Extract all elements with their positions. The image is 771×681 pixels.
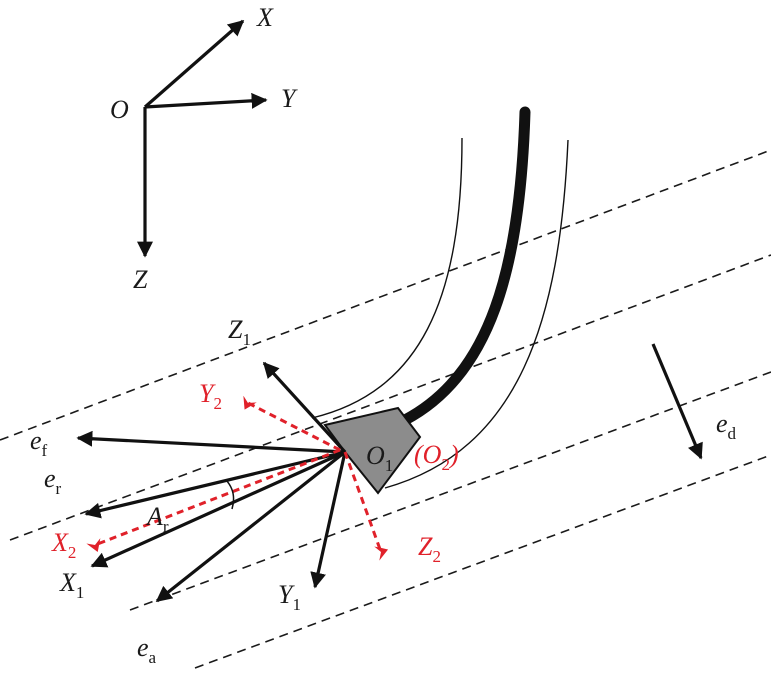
angle-ar-arc xyxy=(225,479,235,510)
x1-arrow xyxy=(90,450,346,568)
curve-thin-left xyxy=(311,137,463,419)
angle-ar-label: Ar xyxy=(145,502,169,536)
y1-label: Y1 xyxy=(278,580,301,614)
x1-label: X1 xyxy=(59,568,84,602)
y-axis-label: Y xyxy=(281,84,298,113)
o1-label: O1 xyxy=(366,441,393,475)
y1-arrow xyxy=(310,451,347,589)
z2-label: Z2 xyxy=(418,532,441,566)
guide-line-3 xyxy=(129,371,771,611)
ed-arrow xyxy=(651,343,703,460)
z1-arrow xyxy=(262,361,347,454)
ed-label: ed xyxy=(716,409,737,443)
origin-o-label: O xyxy=(110,95,129,124)
guide-line-1 xyxy=(0,149,771,441)
o2-label: (O2) xyxy=(414,440,459,474)
x-axis-arrow xyxy=(143,19,245,109)
z-axis-label: Z xyxy=(133,265,148,294)
rotated-frame-vectors xyxy=(86,395,389,561)
ea-label: ea xyxy=(137,633,157,667)
curved-tool-path xyxy=(311,106,569,489)
er-arrow xyxy=(84,450,346,519)
ef-label: ef xyxy=(30,426,48,460)
ef-arrow xyxy=(76,430,346,454)
y2-arrow xyxy=(243,395,341,452)
tool-shank-curve xyxy=(399,106,531,426)
x2-arrow xyxy=(86,448,341,552)
y2-label: Y2 xyxy=(199,379,222,413)
z1-label: Z1 xyxy=(228,315,251,349)
er-label: er xyxy=(44,464,62,498)
z2-arrow xyxy=(343,451,389,561)
x-axis-label: X xyxy=(256,3,274,32)
ea-arrow xyxy=(155,450,346,603)
guide-line-2 xyxy=(9,254,771,541)
curve-thin-right xyxy=(384,139,569,489)
guide-line-4 xyxy=(194,454,771,669)
tool-frame-vectors xyxy=(76,343,703,603)
y-axis-arrow xyxy=(144,92,268,109)
global-frame: O X Y Z xyxy=(110,3,298,294)
x2-label: X2 xyxy=(51,528,76,562)
dashed-guide-lines xyxy=(0,149,771,669)
